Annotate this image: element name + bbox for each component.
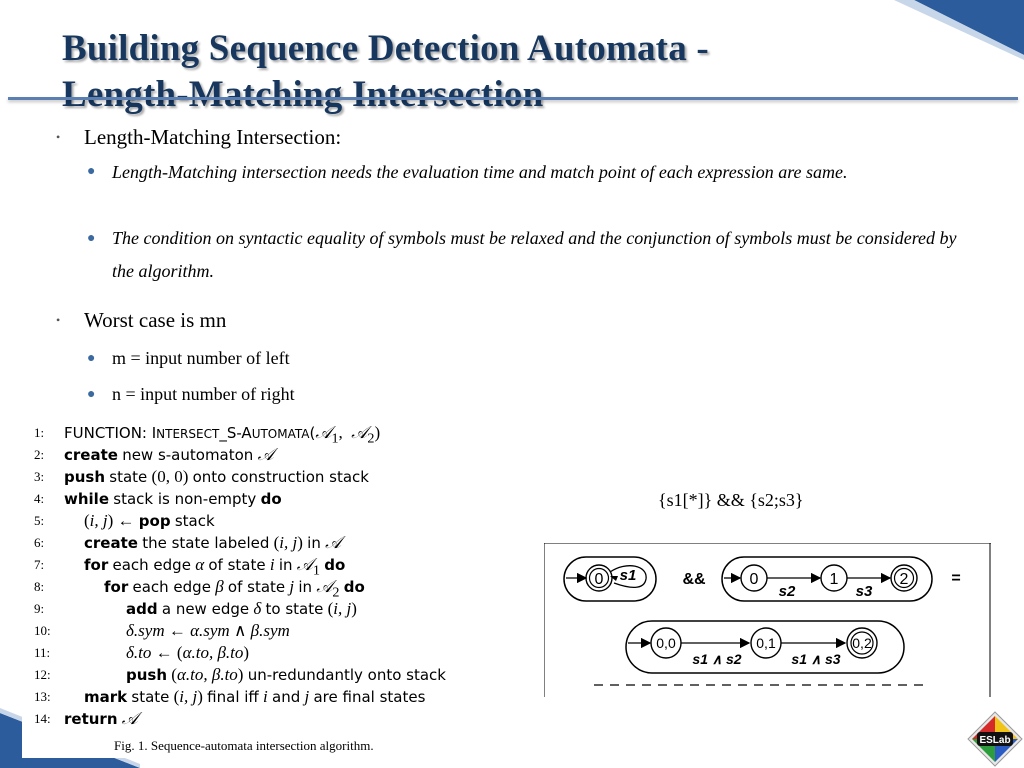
logo-text: ESLab — [979, 735, 1010, 746]
a2-container — [721, 556, 933, 602]
result-state-01-label: 0,1 — [756, 635, 776, 651]
result-state-00-label: 0,0 — [656, 635, 676, 651]
a1-state-0-label: 0 — [595, 571, 604, 588]
a1-state-0-final-ring — [588, 567, 610, 589]
sub-bullet-marker: ● — [87, 164, 96, 179]
automata-intersection-diagram: 0 s1 && 0 s2 1 s3 2 = 0,0 s1 ∧ s2 0,1 s1… — [544, 543, 991, 697]
sub-bullet-marker: ● — [87, 351, 96, 366]
sub-bullet-m: ● m = input number of left — [87, 342, 290, 375]
equals-operator: = — [951, 570, 960, 587]
sub-bullet-marker: ● — [87, 387, 96, 402]
a1-self-loop-arrowhead — [610, 576, 618, 581]
title-line-2: Length-Matching Intersection — [62, 74, 544, 115]
bullet-length-matching: • Length-Matching Intersection: — [56, 125, 342, 149]
and-operator: && — [682, 571, 706, 588]
bullet-marker: • — [56, 313, 61, 327]
result-state-02 — [846, 627, 878, 659]
result-container — [625, 620, 905, 674]
result-edge-1-label: s1 ∧ s3 — [791, 651, 840, 667]
sub-bullet-marker: ● — [87, 231, 96, 246]
a1-container — [563, 556, 657, 602]
corner-decoration-top-right — [894, 0, 1024, 60]
bullet-marker: • — [56, 130, 61, 144]
a2-state-1-label: 1 — [830, 571, 839, 588]
a2-state-2-final-ring — [893, 567, 915, 589]
result-edge-0-label: s1 ∧ s2 — [692, 651, 741, 667]
a2-state-2-label: 2 — [900, 571, 909, 588]
eslab-logo: ESLab — [967, 711, 1023, 767]
a1-loop-label: s1 — [620, 567, 637, 584]
sub-bullet-evaluation-time: ● Length-Matching intersection needs the… — [87, 158, 982, 186]
a1-state-0 — [585, 564, 613, 592]
a1-self-loop — [609, 565, 647, 589]
bullet-worst-case: • Worst case is mn — [56, 308, 227, 332]
example-formula: {s1[*]} && {s2;s3} — [658, 490, 804, 510]
figure-caption: Fig. 1. Sequence-automata intersection a… — [114, 738, 374, 753]
a2-state-0-label: 0 — [750, 571, 759, 588]
a2-edge-1-label: s3 — [856, 583, 873, 600]
sub-bullet-n: ● n = input number of right — [87, 378, 295, 411]
result-state-02-final-ring — [850, 631, 874, 655]
title-line-1: Building Sequence Detection Automata - — [62, 28, 709, 69]
sub-bullet-syntactic-equality: ● The condition on syntactic equality of… — [87, 222, 982, 288]
title-underline — [8, 97, 1018, 100]
result-state-02-label: 0,2 — [852, 635, 872, 651]
slide-title: Building Sequence Detection Automata - L… — [62, 26, 709, 118]
a2-state-2 — [890, 564, 918, 592]
algorithm-figure: 1:FUNCTION: INTERSECT_S-AUTOMATA(𝒜1, 𝒜2)… — [22, 420, 502, 758]
a2-edge-0-label: s2 — [779, 583, 796, 600]
